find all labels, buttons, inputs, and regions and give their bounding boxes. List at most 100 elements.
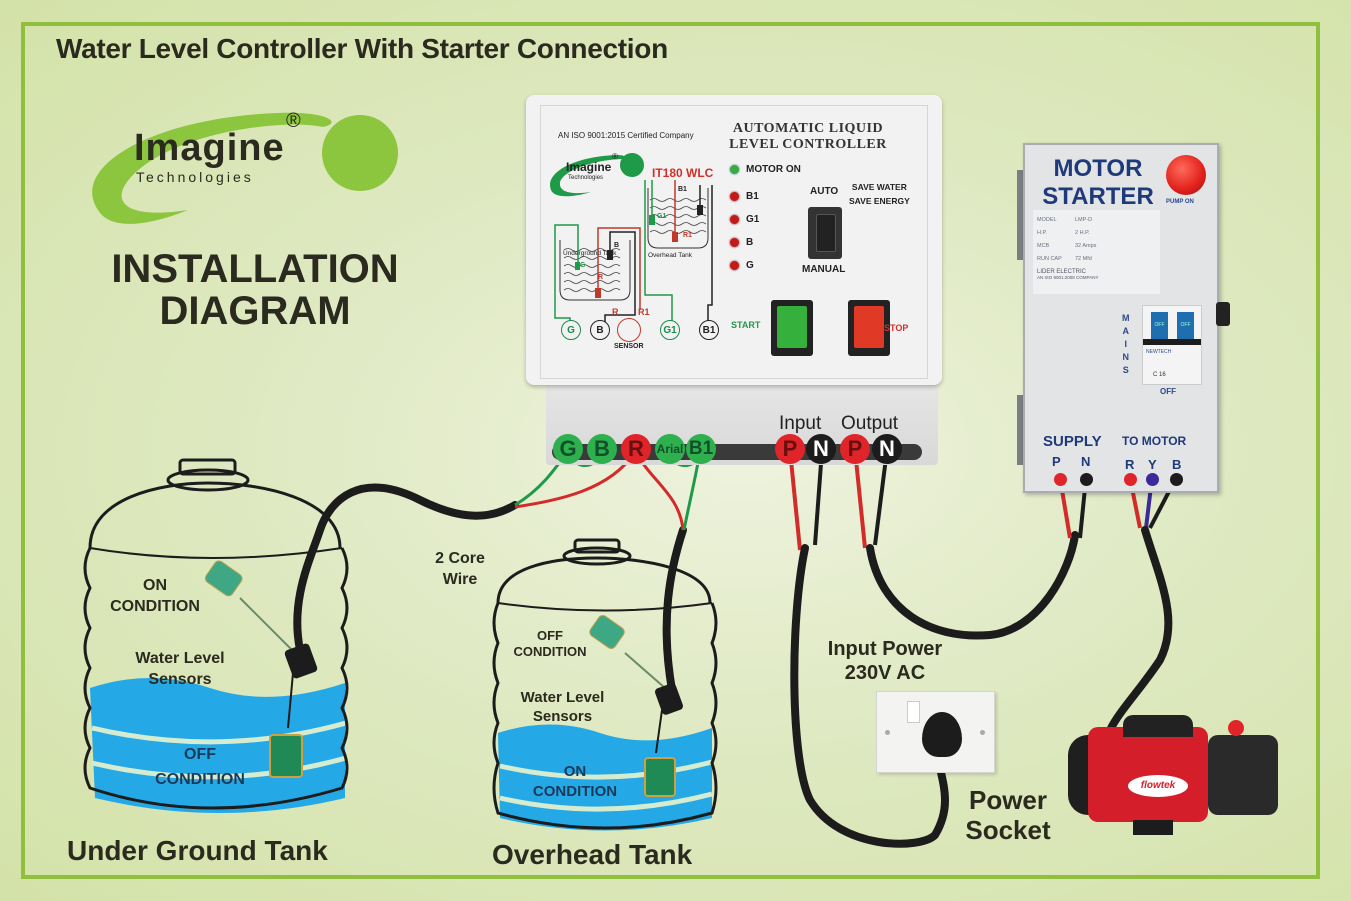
strip-terminal-b1[interactable]: B1 bbox=[686, 434, 716, 464]
start-button[interactable] bbox=[771, 300, 813, 356]
power-socket-label: Power Socket bbox=[952, 785, 1064, 845]
slogan-line2: SAVE ENERGY bbox=[849, 196, 910, 206]
auto-manual-switch[interactable] bbox=[808, 207, 842, 259]
input-terminal-n[interactable]: N bbox=[806, 434, 836, 464]
ug-on-condition: ON CONDITION bbox=[100, 575, 210, 617]
strip-terminal-b[interactable]: B bbox=[587, 434, 617, 464]
spec-key: MCB bbox=[1037, 242, 1050, 249]
model-number: IT180 WLC bbox=[652, 166, 714, 180]
controller-title: AUTOMATIC LIQUID LEVEL CONTROLLER bbox=[718, 121, 898, 153]
output-p-wire bbox=[853, 449, 867, 549]
schematic-probe-b: B bbox=[614, 242, 620, 249]
mains-letter: A bbox=[1122, 326, 1130, 336]
led-b-label: B bbox=[746, 237, 754, 248]
controller-logo-sub: Technologies bbox=[568, 175, 604, 181]
oh-off-line1: OFF bbox=[537, 628, 563, 643]
socket-screw-icon bbox=[980, 730, 985, 735]
input-terminal-p[interactable]: P bbox=[775, 434, 805, 464]
controller-title-line1: AUTOMATIC LIQUID bbox=[732, 121, 884, 136]
led-g1-label: G1 bbox=[746, 214, 760, 225]
ug-off-line1: OFF bbox=[184, 746, 216, 763]
logo-swoosh-icon bbox=[92, 112, 398, 224]
pump-on-label: PUMP ON bbox=[1166, 199, 1194, 205]
logo-name: Imagine bbox=[134, 127, 285, 169]
oh-float-on-icon bbox=[644, 757, 676, 797]
power-socket-line2: Socket bbox=[965, 815, 1051, 845]
motor-cable bbox=[1106, 526, 1173, 734]
mains-letter: M bbox=[1122, 313, 1130, 323]
strip-terminal-g1[interactable]: Arial bbox=[655, 434, 685, 464]
led-g1: G1 bbox=[730, 214, 801, 225]
input-power-line2: 230V AC bbox=[844, 662, 926, 684]
indicator-leds: MOTOR ON B1 G1 B G bbox=[730, 164, 801, 271]
starter-title-line2: STARTER bbox=[1042, 183, 1154, 210]
schematic-probe-g1: G1 bbox=[657, 213, 667, 220]
schematic-probe-g: G bbox=[580, 262, 586, 269]
strip-terminal-r[interactable]: R bbox=[621, 434, 651, 464]
pump-head bbox=[1208, 735, 1278, 815]
motor-b-terminal[interactable] bbox=[1170, 473, 1183, 486]
strip-terminal-g[interactable]: G bbox=[553, 434, 583, 464]
ug-off-condition: OFF CONDITION bbox=[140, 742, 260, 792]
oh-on-condition: ON CONDITION bbox=[520, 762, 630, 802]
motor-b-label: B bbox=[1172, 457, 1182, 472]
spec-key: RUN CAP bbox=[1037, 255, 1062, 262]
supply-p-terminal[interactable] bbox=[1054, 473, 1067, 486]
logo-sub: Technologies bbox=[136, 169, 254, 185]
ug-on-line2: CONDITION bbox=[110, 598, 200, 615]
oh-float-weight-icon bbox=[655, 683, 683, 715]
controller-panel bbox=[540, 105, 928, 379]
registered-mark: ® bbox=[286, 110, 301, 132]
mcb-rating: C 16 bbox=[1153, 372, 1166, 378]
mcb-breaker: OFF OFF NEWTECH C 16 bbox=[1142, 305, 1202, 385]
pump-on-button[interactable] bbox=[1166, 155, 1206, 195]
pump-base bbox=[1133, 820, 1173, 835]
two-core-wire-label: 2 Core Wire bbox=[425, 548, 495, 590]
led-b: B bbox=[730, 237, 801, 248]
ug-tank-cable bbox=[293, 483, 519, 654]
schematic-terminal-b: B bbox=[590, 320, 610, 340]
oh-sensors-line2: Sensors bbox=[532, 708, 593, 725]
installation-heading: INSTALLATION DIAGRAM bbox=[60, 248, 450, 332]
schematic-terminal-b1: B1 bbox=[699, 320, 719, 340]
underground-tank-label: Under Ground Tank bbox=[67, 835, 328, 866]
output-terminal-p[interactable]: P bbox=[840, 434, 870, 464]
ug-float-off-icon bbox=[269, 734, 303, 778]
heading-line2: DIAGRAM bbox=[159, 289, 351, 333]
supply-label: SUPPLY bbox=[1043, 433, 1102, 450]
mcb-toggle-left[interactable]: OFF bbox=[1151, 312, 1168, 340]
input-label: Input bbox=[779, 413, 822, 434]
slogan-line1: SAVE WATER bbox=[851, 182, 907, 192]
ug-off-line2: CONDITION bbox=[155, 771, 245, 788]
ug-float-on-icon bbox=[204, 560, 243, 597]
mcb-bar bbox=[1143, 339, 1201, 345]
motor-y-terminal[interactable] bbox=[1146, 473, 1159, 486]
led-motor-on-label: MOTOR ON bbox=[746, 164, 801, 175]
supply-n-terminal[interactable] bbox=[1080, 473, 1093, 486]
starter-lock-icon bbox=[1216, 302, 1230, 326]
stop-button[interactable] bbox=[848, 300, 890, 356]
led-g-icon bbox=[730, 261, 739, 270]
mains-letter: S bbox=[1122, 365, 1129, 375]
spec-key: H.P. bbox=[1037, 229, 1047, 236]
input-power-line1: Input Power bbox=[827, 638, 943, 660]
stop-label: STOP bbox=[884, 323, 909, 333]
motor-r-terminal[interactable] bbox=[1124, 473, 1137, 486]
schematic-probe-r1: R1 bbox=[683, 232, 692, 239]
spec-value: 2 H.P. bbox=[1075, 229, 1090, 236]
input-power-label: Input Power 230V AC bbox=[810, 637, 960, 685]
mcb-toggle-right[interactable]: OFF bbox=[1177, 312, 1194, 340]
ug-sensors-label: Water Level Sensors bbox=[110, 648, 250, 690]
schematic-r-label: R bbox=[612, 307, 619, 317]
to-motor-label: TO MOTOR bbox=[1122, 434, 1187, 448]
output-terminal-n[interactable]: N bbox=[872, 434, 902, 464]
socket-switch[interactable] bbox=[907, 701, 920, 723]
starter-title-line1: MOTOR bbox=[1053, 155, 1143, 182]
led-g1-icon bbox=[730, 215, 739, 224]
input-power-cable bbox=[790, 544, 949, 848]
pump-brand-badge: flowtek bbox=[1128, 775, 1188, 797]
led-b1-label: B1 bbox=[746, 191, 759, 202]
ug-float-weight-icon bbox=[284, 643, 318, 679]
